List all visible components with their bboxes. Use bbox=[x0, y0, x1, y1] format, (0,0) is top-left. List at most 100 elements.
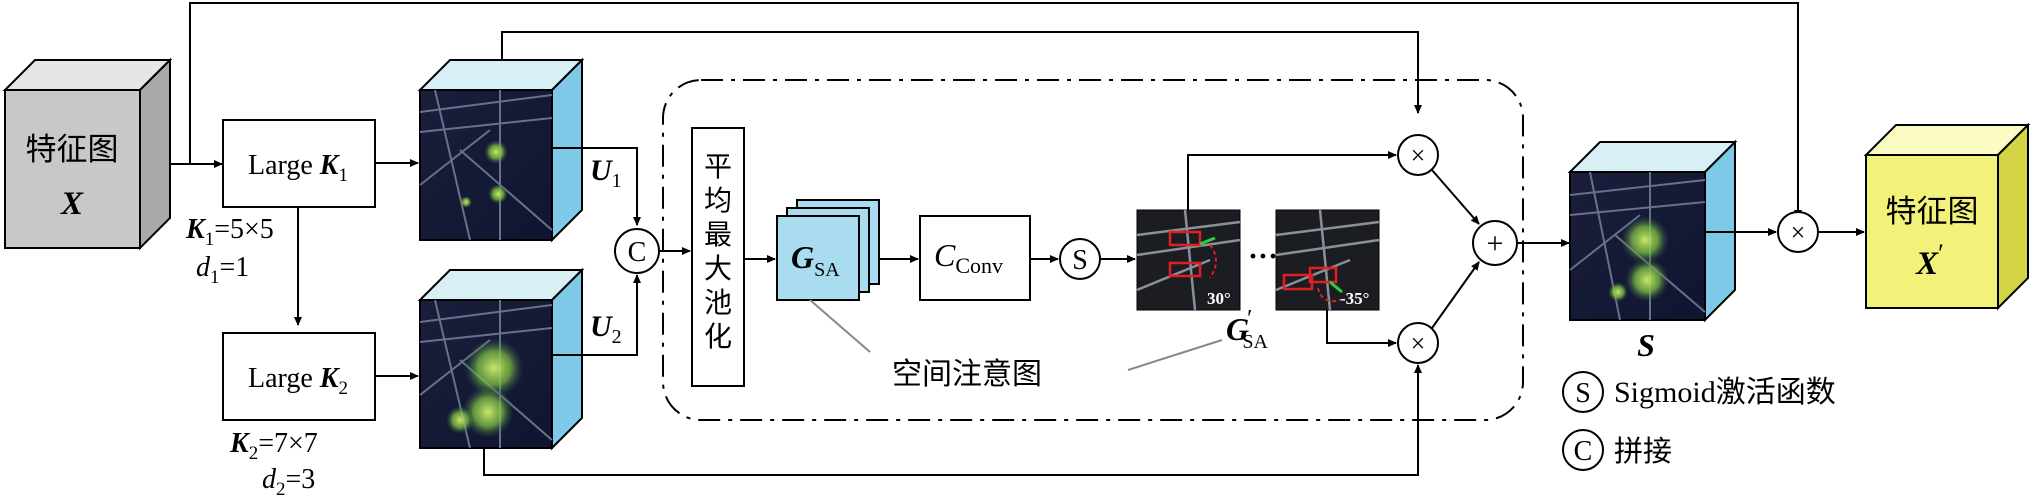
u1-cube-face bbox=[419, 89, 553, 241]
u1-hotspot-1 bbox=[484, 140, 508, 164]
s-hotspot-1 bbox=[1621, 216, 1669, 264]
pool-rect bbox=[691, 127, 745, 387]
pool-char-2: 均 bbox=[704, 184, 732, 217]
multiply-node-top: × bbox=[1397, 134, 1439, 176]
attention-map-2-lines bbox=[1275, 209, 1380, 311]
gsa-label: GSA bbox=[791, 239, 840, 281]
line-u1-to-concat bbox=[552, 147, 641, 226]
legend: S Sigmoid激活函数 C 拼接 bbox=[1562, 371, 1836, 471]
k1-dilation: d1=1 bbox=[196, 252, 249, 288]
concat-symbol: C bbox=[628, 237, 647, 268]
pool-char-1: 平 bbox=[704, 150, 732, 183]
attention-map-1-box-a bbox=[1168, 230, 1202, 247]
output-cube-face bbox=[1865, 154, 1999, 309]
arrow-mult-bottom-to-add bbox=[1431, 261, 1480, 329]
angle-2-label: -35° bbox=[1340, 289, 1369, 308]
u1-label: U1 bbox=[590, 154, 622, 192]
legend-concat-text: 拼接 bbox=[1614, 434, 1672, 468]
legend-concat-symbol: C bbox=[1574, 436, 1593, 467]
u2-cube-side bbox=[551, 267, 583, 451]
input-feature-map-cube: 特征图 X bbox=[2, 57, 173, 251]
u1-hotspot-2 bbox=[488, 184, 508, 204]
caption-pointer-right bbox=[1127, 339, 1223, 371]
sigmoid-symbol: S bbox=[1072, 245, 1088, 276]
attention-map-1-lines bbox=[1136, 209, 1241, 311]
gsa-layer-1 bbox=[776, 215, 860, 301]
attention-map-1: 30° bbox=[1136, 209, 1241, 311]
gsa-prime-label: G′SA bbox=[1226, 306, 1268, 353]
attention-map-2-green-arrow bbox=[1329, 280, 1343, 294]
attention-map-1-box-b bbox=[1168, 261, 1202, 278]
line-map-to-multiply-top bbox=[1187, 151, 1397, 210]
final-multiply-node: × bbox=[1777, 211, 1819, 253]
multiply-top-symbol: × bbox=[1411, 141, 1426, 170]
pool-char-3: 最 bbox=[704, 218, 732, 251]
u1-cube-side bbox=[551, 57, 583, 243]
k1-kernel-size: K1=5×5 bbox=[185, 214, 274, 250]
add-symbol: + bbox=[1487, 227, 1504, 260]
output-cube-side bbox=[1997, 122, 2029, 311]
attention-map-1-bg bbox=[1136, 209, 1241, 311]
line-u1-to-multiply-top bbox=[501, 31, 1422, 114]
large-k1-label: Large K1 bbox=[248, 150, 348, 186]
output-feature-map-cube: 特征图 X′ bbox=[1863, 122, 2031, 311]
legend-sigmoid: S Sigmoid激活函数 bbox=[1562, 371, 1836, 413]
multiply-node-bottom: × bbox=[1397, 322, 1439, 364]
cconv-rect bbox=[919, 215, 1031, 301]
input-cube-face bbox=[4, 89, 141, 249]
angle-1-label: 30° bbox=[1207, 289, 1231, 308]
large-k2-label: Large K2 bbox=[248, 363, 348, 399]
line-map-to-multiply-bottom bbox=[1326, 310, 1397, 347]
output-label-line2: X′ bbox=[1915, 239, 1944, 282]
s-hotspot-2 bbox=[1625, 258, 1669, 302]
max-avg-pool-box: 平 均 最 大 池 化 bbox=[691, 127, 745, 387]
u2-feature-cube bbox=[417, 267, 585, 451]
add-node: + bbox=[1472, 220, 1518, 266]
u2-hotspot-3 bbox=[446, 406, 474, 434]
pool-char-6: 化 bbox=[704, 320, 732, 353]
attention-map-1-arc bbox=[1209, 244, 1217, 279]
u2-label: U2 bbox=[590, 310, 622, 348]
pool-char-5: 池 bbox=[704, 286, 732, 319]
multiply-bottom-symbol: × bbox=[1411, 329, 1426, 358]
large-k2-box: Large K2 bbox=[222, 332, 376, 421]
attention-map-2: -35° bbox=[1275, 209, 1380, 311]
legend-concat: C 拼接 bbox=[1562, 429, 1672, 471]
caption-pointer-left bbox=[809, 299, 871, 353]
multiply-bottom-circle bbox=[1397, 322, 1439, 364]
s-label: S bbox=[1637, 327, 1655, 363]
cconv-label: CConv bbox=[934, 237, 1003, 278]
input-label-line2: X bbox=[60, 186, 84, 222]
final-multiply-symbol: × bbox=[1791, 218, 1806, 247]
attention-map-1-green-arrow bbox=[1199, 236, 1216, 246]
large-k1-box: Large K1 bbox=[222, 119, 376, 208]
large-k1-rect bbox=[222, 119, 376, 208]
gsa-stack: GSA bbox=[776, 199, 880, 301]
attention-map-2-arc bbox=[1317, 287, 1341, 303]
attention-map-2-box-b bbox=[1308, 266, 1338, 284]
legend-sigmoid-symbol: S bbox=[1575, 378, 1591, 409]
k2-dilation: d2=3 bbox=[262, 464, 315, 498]
input-label-line1: 特征图 bbox=[26, 132, 119, 168]
cconv-box: CConv bbox=[919, 215, 1031, 301]
input-cube-side bbox=[139, 57, 171, 251]
multiply-top-circle bbox=[1397, 134, 1439, 176]
pool-char-4: 大 bbox=[704, 252, 732, 285]
u2-hotspot-1 bbox=[464, 338, 524, 398]
skip-line-top bbox=[189, 2, 1802, 219]
output-label-line1: 特征图 bbox=[1886, 194, 1979, 230]
legend-sigmoid-text: Sigmoid激活函数 bbox=[1614, 376, 1836, 409]
sigmoid-node: S bbox=[1059, 238, 1101, 280]
concat-node: C bbox=[614, 228, 660, 274]
arrow-mult-top-to-add bbox=[1431, 169, 1480, 225]
maps-ellipsis: ··· bbox=[1248, 240, 1278, 273]
line-u2-to-concat bbox=[552, 274, 641, 356]
u2-hotspot-2 bbox=[462, 386, 514, 438]
u1-feature-cube bbox=[417, 57, 585, 243]
legend-concat-circle bbox=[1562, 429, 1604, 471]
s-feature-cube bbox=[1567, 139, 1738, 323]
s-hotspot-3 bbox=[1608, 282, 1628, 302]
legend-sigmoid-circle bbox=[1562, 371, 1604, 413]
